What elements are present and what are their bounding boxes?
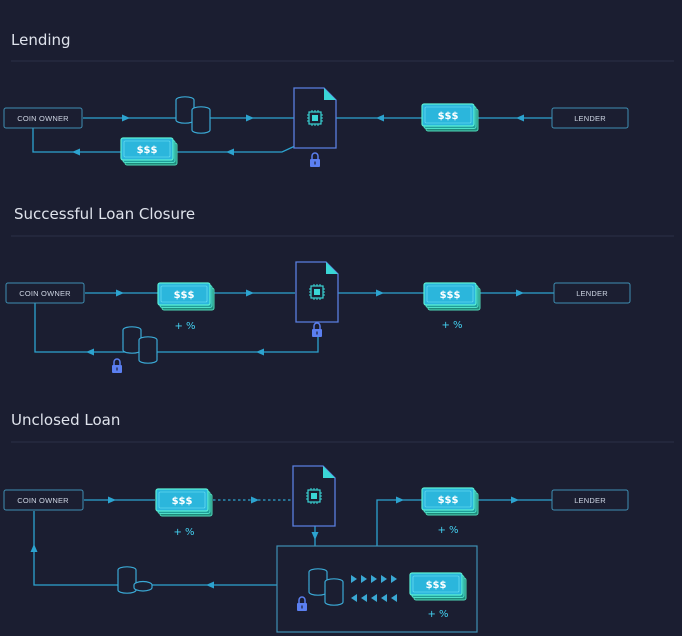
smart-contract-document-icon [293, 87, 337, 149]
arrow-icon [116, 289, 124, 297]
money-label: $$$ [174, 290, 195, 301]
arrow-icon [311, 532, 319, 540]
section-unclosed-loan: Unclosed Loan COIN OWNER LENDER $$$ + % [3, 411, 674, 633]
section-title-successful: Successful Loan Closure [14, 205, 195, 223]
section-successful-closure: Successful Loan Closure COIN OWNER LENDE… [5, 205, 674, 374]
smart-contract-document-icon [295, 261, 339, 323]
arrow-icon [376, 114, 384, 122]
percent-label: + % [437, 525, 458, 536]
lock-icon [311, 322, 323, 338]
coin-owner-box [5, 282, 85, 304]
lock-icon [309, 152, 321, 168]
arrow-icon [251, 496, 259, 504]
section-lending: Lending COIN OWNER LENDER $$$ [3, 31, 674, 168]
arrow-icon [511, 496, 519, 504]
lender-box [551, 107, 629, 129]
coin-owner-label: COIN OWNER [19, 289, 71, 298]
money-label: $$$ [438, 111, 459, 122]
coin-owner-label: COIN OWNER [17, 496, 69, 505]
percent-label: + % [427, 609, 448, 620]
arrow-icon [108, 496, 116, 504]
lender-box [553, 282, 631, 304]
arrow-icon [206, 581, 214, 589]
arrow-right-row-icon [351, 575, 397, 583]
coin-owner-label: COIN OWNER [17, 114, 69, 123]
percent-label: + % [441, 320, 462, 331]
arrow-icon [86, 348, 94, 356]
money-label: $$$ [426, 580, 447, 591]
arrow-icon [516, 289, 524, 297]
arrow-icon [30, 544, 38, 552]
money-label: $$$ [440, 290, 461, 301]
section-title-unclosed: Unclosed Loan [11, 411, 120, 429]
coin-stack-icon [175, 96, 211, 134]
arrow-icon [396, 496, 404, 504]
coin-owner-box [3, 489, 84, 511]
section-title-lending: Lending [11, 31, 71, 49]
arrow-icon [122, 114, 130, 122]
arrow-icon [226, 148, 234, 156]
arrow-icon [256, 348, 264, 356]
smart-contract-document-icon [292, 465, 336, 527]
coin-stack-icon [117, 566, 153, 594]
percent-label: + % [174, 321, 195, 332]
arrow-icon [246, 114, 254, 122]
money-label: $$$ [438, 495, 459, 506]
arrow-icon [516, 114, 524, 122]
arrow-icon [376, 289, 384, 297]
money-label: $$$ [172, 496, 193, 507]
lender-label: LENDER [574, 496, 606, 505]
lender-box [551, 489, 629, 511]
arrow-left-row-icon [351, 594, 397, 602]
flow-lines [33, 499, 552, 586]
coin-stack-icon [122, 326, 158, 364]
lender-label: LENDER [576, 289, 608, 298]
lender-label: LENDER [574, 114, 606, 123]
lock-icon [111, 358, 123, 374]
coin-owner-box [3, 107, 83, 129]
percent-label: + % [173, 527, 194, 538]
arrow-icon [72, 148, 80, 156]
money-label: $$$ [137, 145, 158, 156]
arrow-icon [246, 289, 254, 297]
